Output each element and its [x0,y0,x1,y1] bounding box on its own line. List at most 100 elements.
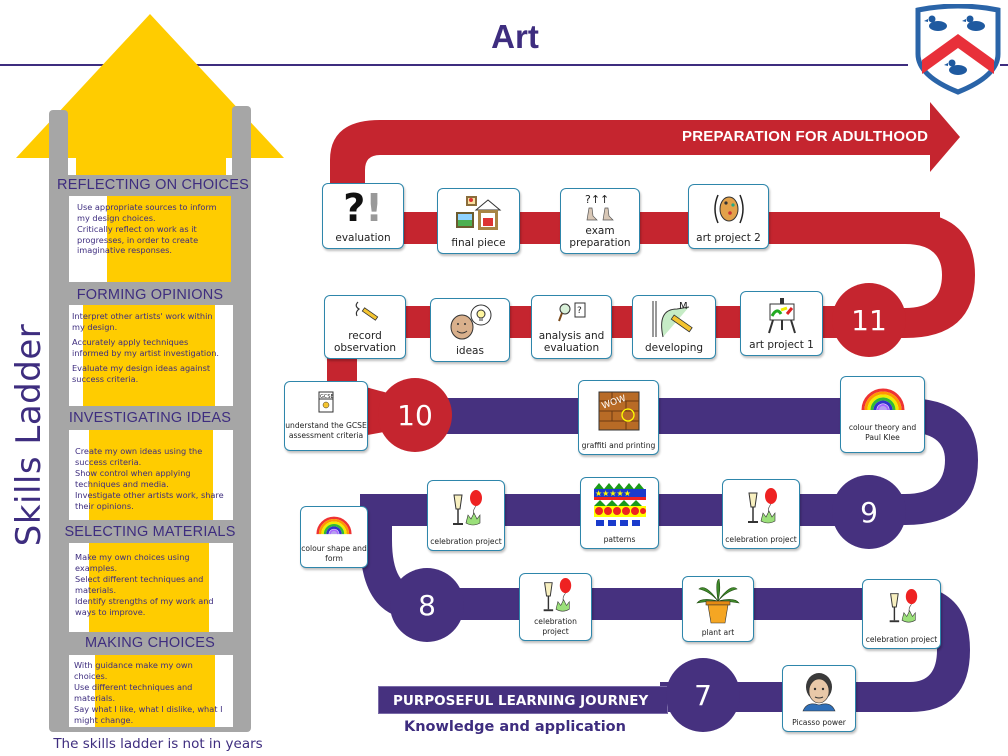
card-label: art project 1 [749,339,814,351]
svg-text:GCSE: GCSE [320,394,334,400]
rung-title-forming: FORMING OPINIONS [76,287,224,303]
rung-box-forming: Interpret other artists' work within my … [69,305,233,406]
journey-card-celebration-project-a[interactable]: celebration project [427,480,505,551]
picasso-portrait-icon [783,666,855,718]
card-label: evaluation [335,232,391,244]
svg-text:★★★★★: ★★★★★ [595,489,631,498]
head-lightbulb-icon [431,299,509,345]
rung-text-line: Interpret other artists' work within my … [72,311,213,332]
rung-text-line: Evaluate my design ideas against success… [72,363,211,384]
journey-card-art-project-1[interactable]: art project 1 [740,291,823,356]
rung-box-reflecting: Use appropriate sources to inform my des… [69,196,231,282]
rung-title-investigating: INVESTIGATING IDEAS [68,410,232,426]
journey-card-developing[interactable]: M developing [632,295,716,359]
magnifier-question-icon: ? [532,296,611,330]
journey-card-colour-shape-form[interactable]: colour shape and form [300,506,368,568]
pencil-sketch-icon: M [633,296,715,342]
pencil-drawing-icon [325,296,405,330]
header-rule [0,64,908,66]
graffiti-wall-icon: WOW [579,381,658,441]
rung-text-line: Say what I like, what I dislike, what I … [74,704,223,725]
journey-card-celebration-project-b[interactable]: celebration project [722,479,800,549]
header-rule-end [1000,64,1008,66]
easel-painting-icon [741,292,822,339]
card-label: Picasso power [792,717,846,727]
year-marker-9: 9 [832,475,906,549]
card-label: exam preparation [569,225,631,249]
card-label: ideas [456,345,484,357]
rung-title-reflecting: REFLECTING ON CHOICES [57,177,249,193]
card-label: final piece [451,237,506,249]
rung-text-line: With guidance make my own choices. [74,660,193,681]
framed-pictures-icon [438,189,519,237]
celebration-icon [428,481,504,537]
rung-box-investigating: Create my own ideas using the success cr… [69,430,233,520]
gcse-document-icon: GCSE [285,382,367,421]
card-label: graffiti and printing [581,440,656,450]
rainbow-icon [841,377,924,423]
year-marker-10: 10 [378,378,452,452]
rung-text-line: Select different techniques and material… [75,574,204,595]
card-label: colour shape and form [301,544,367,563]
year-marker-8: 8 [390,568,464,642]
journey-card-ideas[interactable]: ideas [430,298,510,362]
rung-text-line: Critically reflect on work as it progres… [77,224,199,256]
card-label: understand the GCSE assessment criteria [285,421,367,440]
rung-box-selecting: Make my own choices using examples. Sele… [69,543,233,632]
rung-text-line: Use appropriate sources to inform my des… [77,202,217,223]
card-label: plant art [701,627,735,637]
patterns-icon: ★★★★★ [581,478,658,535]
knowledge-application-subtitle: Knowledge and application [404,719,626,735]
rung-title-selecting: SELECTING MATERIALS [64,524,236,540]
svg-text:?↑↑: ?↑↑ [585,193,609,206]
card-label: colour theory and Paul Klee [848,423,917,442]
journey-card-celebration-project-d[interactable]: celebration project [862,579,941,649]
page-title: Art [491,18,539,55]
journey-card-gcse-criteria[interactable]: GCSE understand the GCSE assessment crit… [284,381,368,451]
celebration-icon [863,580,940,635]
question-exclamation-icon: ?! [343,186,383,230]
card-label: analysis and evaluation [538,330,605,354]
year-marker-11: 11 [832,283,906,357]
journey-card-exam-preparation[interactable]: ?↑↑ exam preparation [560,188,640,254]
journey-card-picasso-power[interactable]: Picasso power [782,665,856,732]
preparation-for-adulthood-banner: PREPARATION FOR ADULTHOOD [682,128,929,145]
celebration-icon [520,574,591,617]
rainbow-icon [301,507,367,544]
card-label: celebration project [725,534,797,544]
journey-card-graffiti-printing[interactable]: WOW graffiti and printing [578,380,659,455]
rung-text-line: Make my own choices using examples. [75,552,190,573]
svg-text:?: ? [577,306,582,316]
palette-face-icon [689,185,768,232]
journey-card-patterns[interactable]: ★★★★★ patterns [580,477,659,549]
raised-hands-questions-icon: ?↑↑ [561,189,639,225]
card-label: record observation [333,330,397,354]
rung-box-making: With guidance make my own choices. Use d… [69,655,233,727]
card-label: celebration project [865,634,938,644]
svg-text:M: M [679,301,688,312]
card-label: developing [644,342,704,354]
purposeful-learning-journey-banner: PURPOSEFUL LEARNING JOURNEY [378,686,668,714]
rung-title-making: MAKING CHOICES [84,635,216,651]
journey-card-art-project-2[interactable]: art project 2 [688,184,769,249]
potted-plant-icon [683,577,753,628]
celebration-icon [723,480,799,535]
year-marker-7: 7 [666,658,740,732]
rung-text-line: Identify strengths of my work and ways t… [75,596,214,617]
journey-card-analysis-evaluation[interactable]: ? analysis and evaluation [531,295,612,359]
rung-text-line: Accurately apply techniques informed by … [72,337,220,358]
journey-card-record-observation[interactable]: record observation [324,295,406,359]
journey-card-final-piece[interactable]: final piece [437,188,520,254]
rung-text-line: Use different techniques and materials. [74,682,193,703]
rung-text-line: Investigate other artists work, share th… [75,490,224,511]
journey-card-plant-art[interactable]: plant art [682,576,754,642]
rung-text-line: Show control when applying techniques an… [75,468,191,489]
card-label: celebration project [534,617,577,636]
card-label: celebration project [430,536,502,546]
card-label: art project 2 [696,232,761,244]
journey-card-colour-theory[interactable]: colour theory and Paul Klee [840,376,925,453]
rung-text-line: Create my own ideas using the success cr… [75,446,203,467]
journey-card-celebration-project-c[interactable]: celebration project [519,573,592,641]
journey-card-evaluation[interactable]: ?! evaluation [322,183,404,249]
skills-ladder-note: The skills ladder is not in years [53,736,263,752]
